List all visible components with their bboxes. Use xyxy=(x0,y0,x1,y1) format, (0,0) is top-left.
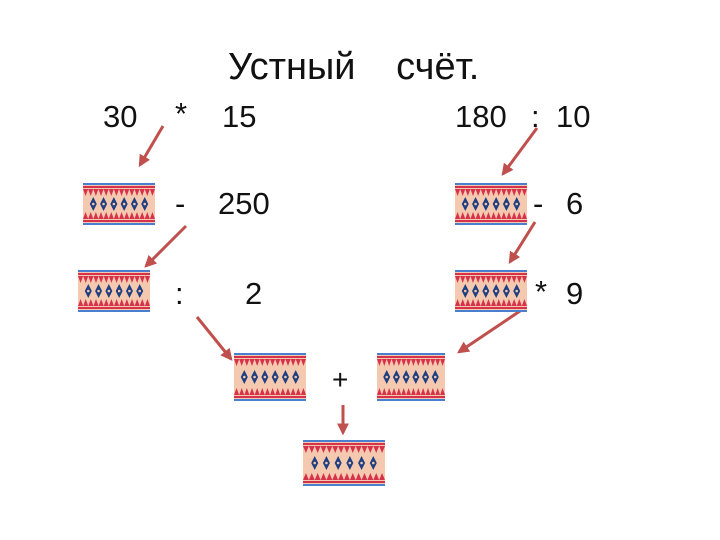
right-value-3: 9 xyxy=(566,276,584,311)
answer-box-left-2[interactable] xyxy=(78,270,150,312)
answer-box-right-2[interactable] xyxy=(455,270,527,312)
ornament-card-icon xyxy=(455,270,527,312)
left-op-3: : xyxy=(175,276,184,311)
answer-box-right-1[interactable] xyxy=(455,183,527,225)
right-op-3: * xyxy=(535,274,548,309)
right-op-1: : xyxy=(531,99,540,134)
ornament-card-icon xyxy=(78,270,150,312)
answer-box-center-left[interactable] xyxy=(234,353,306,401)
ornament-card-icon xyxy=(303,440,385,486)
ornament-card-icon xyxy=(455,183,527,225)
right-op-2: - xyxy=(533,186,544,221)
left-value-3: 2 xyxy=(245,276,263,311)
arrow-icon xyxy=(195,316,233,361)
right-value-2: 6 xyxy=(566,186,584,221)
arrow-icon xyxy=(501,127,539,176)
ornament-card-icon xyxy=(234,353,306,401)
ornament-card-icon xyxy=(377,353,445,401)
final-op: + xyxy=(332,364,349,395)
answer-box-center-right[interactable] xyxy=(377,353,445,401)
answer-box-left-1[interactable] xyxy=(83,183,155,225)
ornament-card-icon xyxy=(83,183,155,225)
left-value-1: 15 xyxy=(222,99,257,134)
page-title: Устный счёт. xyxy=(228,46,480,88)
answer-box-final[interactable] xyxy=(303,440,385,486)
arrow-icon xyxy=(144,224,188,268)
right-start-number: 180 xyxy=(455,99,507,134)
arrow-icon xyxy=(138,125,165,168)
left-value-2: 250 xyxy=(218,186,270,221)
left-op-2: - xyxy=(175,186,186,221)
left-op-1: * xyxy=(175,96,188,131)
arrow-icon xyxy=(457,307,524,354)
right-value-1: 10 xyxy=(556,99,591,134)
arrow-icon xyxy=(508,221,537,265)
left-start-number: 30 xyxy=(103,99,138,134)
